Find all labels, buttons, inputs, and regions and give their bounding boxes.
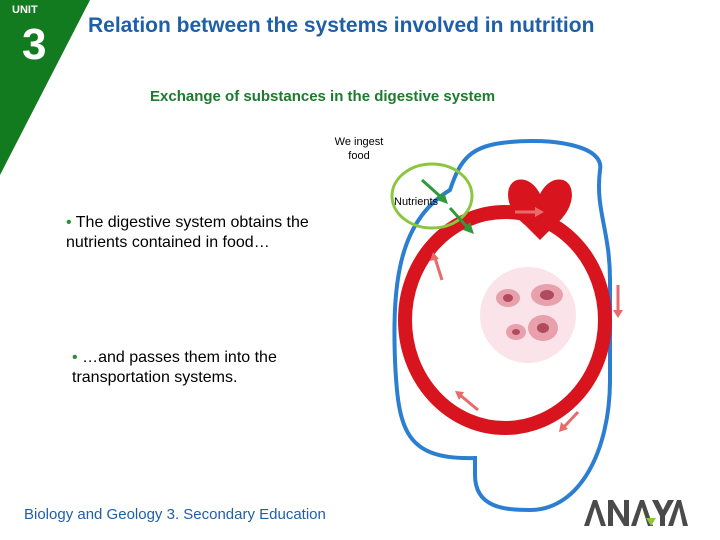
slide-title: Relation between the systems involved in… (88, 14, 595, 37)
ingest-highlight (390, 162, 474, 230)
unit-tab (0, 0, 90, 175)
ingest-food-label: We ingest food (334, 136, 384, 162)
footer-text: Biology and Geology 3. Secondary Educati… (24, 506, 326, 523)
bullet-item: • …and passes them into the transportati… (72, 348, 372, 388)
bullet-item: • The digestive system obtains the nutri… (66, 213, 366, 253)
bullet-text: The digestive system obtains the nutrien… (66, 214, 309, 251)
heart-icon (508, 179, 572, 240)
lymphatic-loop (392, 138, 612, 513)
slide-subtitle: Exchange of substances in the digestive … (150, 88, 496, 105)
unit-number: 3 (22, 20, 47, 69)
unit-label: UNIT (12, 4, 38, 16)
nutrients-arrow (420, 178, 444, 200)
anaya-logo (584, 500, 688, 526)
blood-ring (398, 205, 612, 435)
cells-image (480, 267, 576, 363)
bullet-marker: • (66, 214, 72, 231)
nutrients-label: Nutrients (394, 196, 439, 208)
circulation-diagram (390, 138, 623, 513)
bullet-marker: • (72, 349, 78, 366)
bullet-text: …and passes them into the transportation… (72, 349, 277, 386)
